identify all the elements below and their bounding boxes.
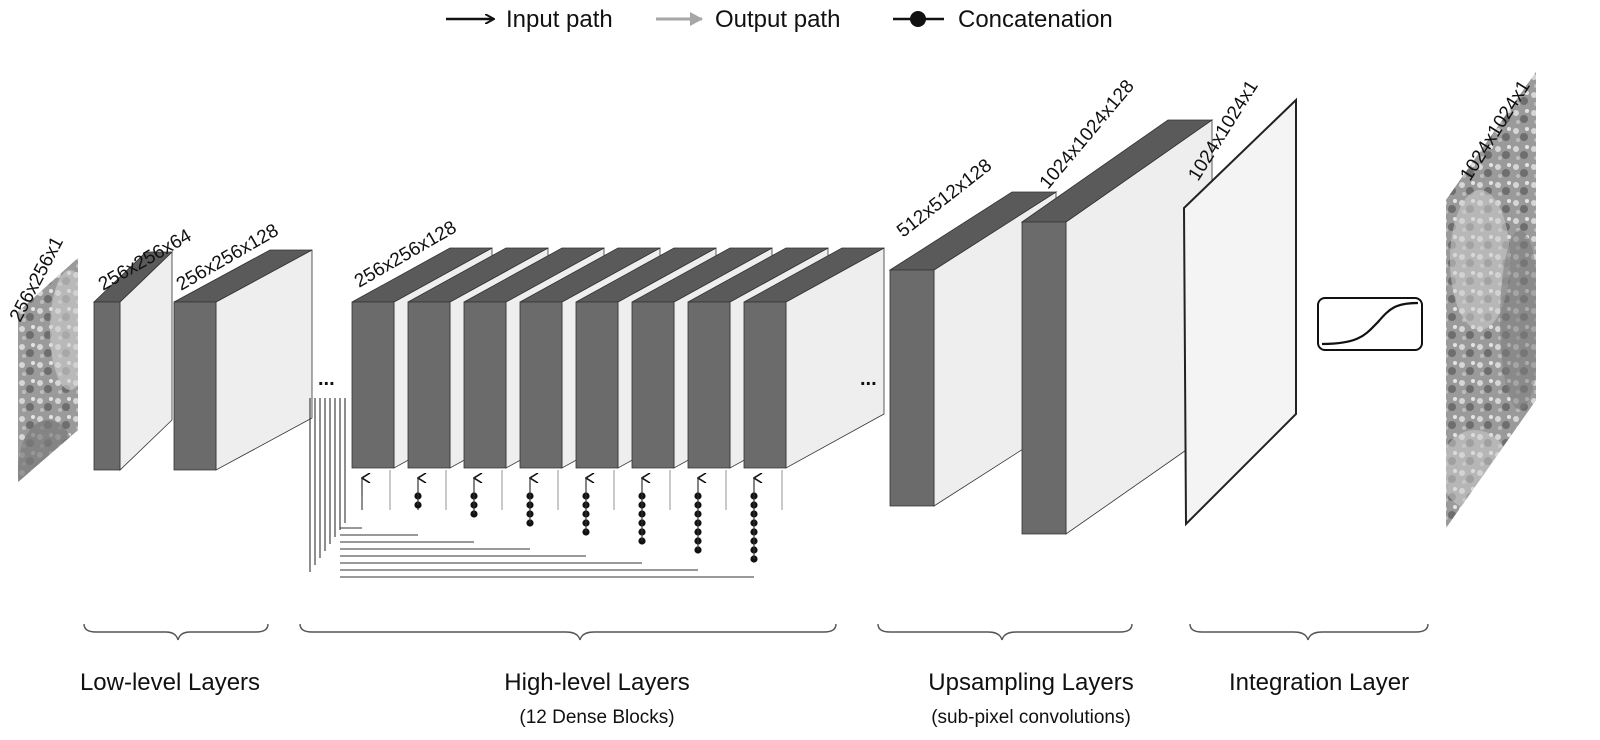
block-side <box>93 301 121 471</box>
legend-label: Output path <box>715 6 840 33</box>
block-side <box>889 269 935 507</box>
high-level-block <box>743 247 885 469</box>
legend-item-concatenation: Concatenation <box>893 6 1113 33</box>
legend: Input path Output path Concatenation <box>446 6 1113 33</box>
sigmoid-curve-icon <box>1317 297 1423 351</box>
block-side <box>575 301 619 469</box>
integration-sheet <box>1182 97 1297 527</box>
block-side <box>173 301 217 471</box>
upsampling-block-2 <box>1020 119 1214 535</box>
upsampling-group-sublabel: (sub-pixel convolutions) <box>931 707 1131 728</box>
block-side <box>519 301 563 469</box>
integration-brace <box>1189 623 1429 641</box>
high-level-brace <box>299 623 837 641</box>
high-level-ellipsis: ... <box>318 368 335 390</box>
legend-label: Input path <box>506 6 613 33</box>
upsampling-ellipsis: ... <box>860 368 877 390</box>
block-side <box>351 301 395 469</box>
legend-item-output-path: Output path <box>656 6 840 33</box>
upsampling-group-label: Upsampling Layers <box>928 669 1133 696</box>
group-braces <box>83 623 1429 641</box>
high-level-group-label: High-level Layers <box>504 669 689 696</box>
integration-group-label: Integration Layer <box>1229 669 1409 696</box>
block-side <box>631 301 675 469</box>
layer-blocks <box>93 97 1297 535</box>
block-side <box>743 301 787 469</box>
upsampling-brace <box>877 623 1133 641</box>
block-side <box>463 301 507 469</box>
block-side <box>687 301 731 469</box>
low-level-brace <box>83 623 269 641</box>
block-side <box>407 301 451 469</box>
integration-block <box>1182 97 1297 527</box>
block-side <box>1021 221 1067 535</box>
legend-item-input-path: Input path <box>446 6 613 33</box>
low-level-block-1 <box>93 251 173 471</box>
low-level-group-label: Low-level Layers <box>80 669 260 696</box>
low-level-block-2 <box>173 249 313 471</box>
concatenation-dot-icon <box>893 11 944 27</box>
dense-connections <box>309 398 783 578</box>
high-level-group-sublabel: (12 Dense Blocks) <box>519 707 674 728</box>
legend-label: Concatenation <box>958 6 1113 33</box>
